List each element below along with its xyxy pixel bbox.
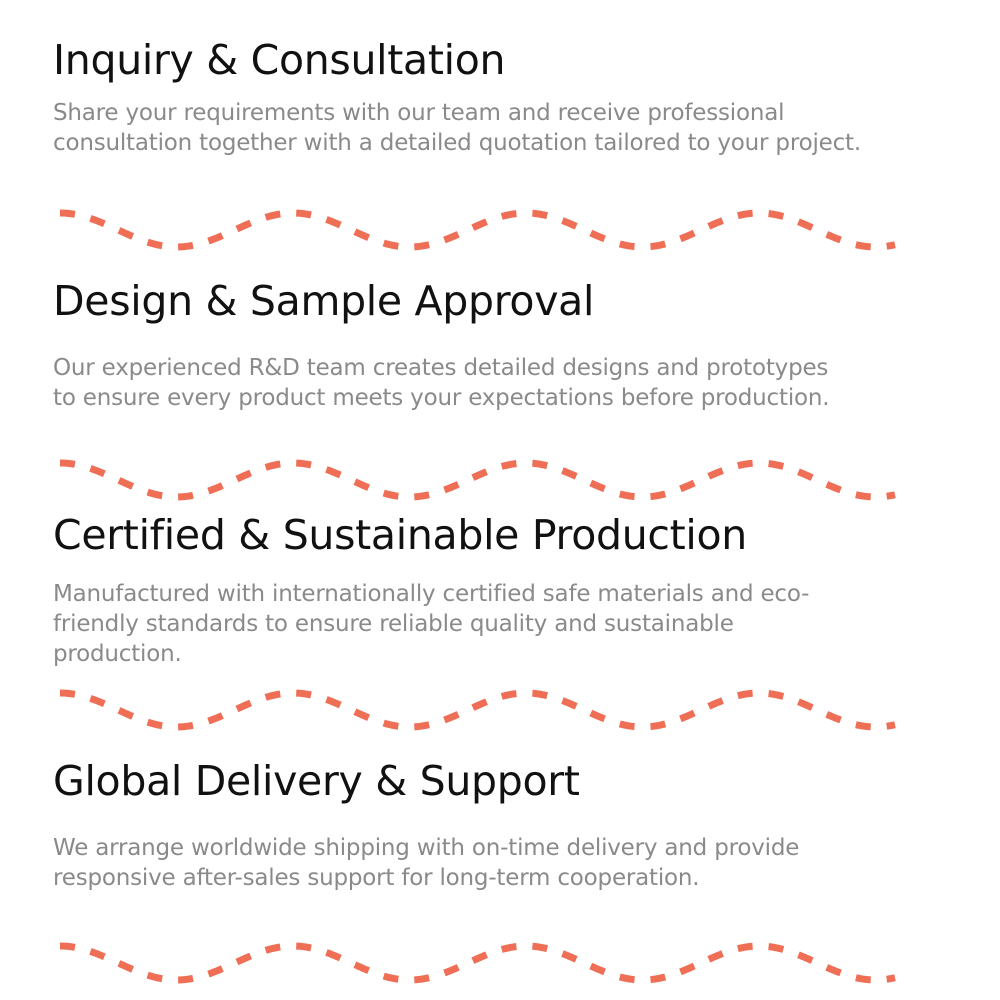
wave-dash-path — [59, 459, 896, 501]
section-title-inquiry: Inquiry & Consultation — [53, 36, 506, 84]
section-description-delivery: We arrange worldwide shipping with on-ti… — [53, 833, 953, 893]
wave-dash-path — [59, 942, 896, 984]
wavy-dashed-divider — [59, 209, 896, 251]
section-description-production: Manufactured with internationally certif… — [53, 579, 953, 669]
description-line: Manufactured with internationally certif… — [53, 581, 810, 607]
description-line: consultation together with a detailed qu… — [53, 130, 861, 156]
description-line: production. — [53, 641, 182, 667]
wavy-dashed-divider — [59, 459, 896, 501]
description-line: We arrange worldwide shipping with on-ti… — [53, 835, 800, 861]
description-line: Our experienced R&D team creates detaile… — [53, 355, 829, 381]
section-description-inquiry: Share your requirements with our team an… — [53, 98, 953, 158]
description-line: to ensure every product meets your expec… — [53, 385, 830, 411]
section-title-delivery: Global Delivery & Support — [53, 757, 580, 805]
section-description-design: Our experienced R&D team creates detaile… — [53, 353, 953, 413]
description-line: friendly standards to ensure reliable qu… — [53, 611, 734, 637]
wave-dash-path — [59, 689, 896, 731]
section-title-design: Design & Sample Approval — [53, 277, 595, 325]
description-line: Share your requirements with our team an… — [53, 100, 785, 126]
description-line: responsive after-sales support for long-… — [53, 865, 700, 891]
wave-dash-path — [59, 209, 896, 251]
wavy-dashed-divider — [59, 689, 896, 731]
wavy-dashed-divider — [59, 942, 896, 984]
section-title-production: Certified & Sustainable Production — [53, 511, 747, 559]
